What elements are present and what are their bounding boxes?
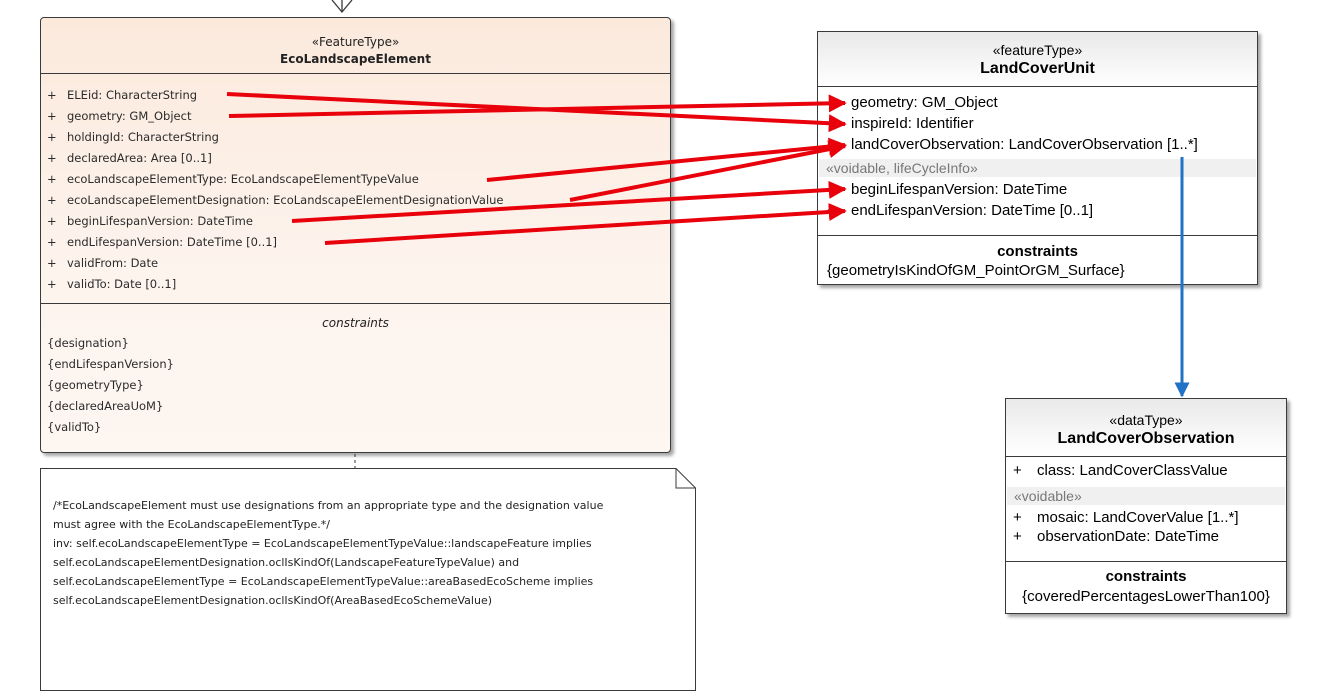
lcu-class-name: LandCoverUnit [980,60,1095,77]
generalization-arrowhead [331,0,353,14]
mapping-arrow-designation-observation [569,140,847,202]
lco-voidable-attribute[interactable]: +mosaic: LandCoverValue [1..*] [1013,509,1239,526]
lco-separator-1 [1006,456,1286,457]
lco-constraint[interactable]: {coveredPercentagesLowerThan100} [1022,588,1270,605]
lco-separator-2 [1006,561,1286,562]
eco-attribute[interactable]: +validTo: Date [0..1] [47,277,177,291]
eco-constraint[interactable]: {declaredAreaUoM} [47,399,164,413]
note-line: must agree with the EcoLandscapeElementT… [53,518,330,531]
eco-attribute[interactable]: +holdingId: CharacterString [47,130,219,144]
eco-constraint[interactable]: {validTo} [47,420,102,434]
eco-attribute[interactable]: +validFrom: Date [47,256,159,270]
eco-attribute[interactable]: +geometry: GM_Object [47,109,192,123]
eco-landscape-element-class[interactable]: «FeatureType» EcoLandscapeElement +ELEid… [40,17,671,453]
lco-class-name: LandCoverObservation [1057,430,1235,447]
lcu-stereotype: «featureType» [992,42,1083,58]
mapping-arrow-type-observation [486,137,847,182]
mapping-arrow-geometry [228,94,847,118]
eco-separator-1 [41,73,670,74]
eco-attribute[interactable]: +ecoLandscapeElementType: EcoLandscapeEl… [47,172,419,186]
land-cover-unit-class[interactable]: «featureType» LandCoverUnit +geometry: G… [817,31,1258,285]
eco-class-name: EcoLandscapeElement [280,52,431,66]
lcu-voidable-label: «voidable, lifeCycleInfo» [819,159,1256,177]
eco-stereotype: «FeatureType» [311,35,400,49]
lcu-constraints-title: constraints [997,243,1078,260]
mapping-arrow-begin-lifespan [291,180,847,223]
mapping-arrow-end-lifespan [324,203,847,245]
ocl-note[interactable]: /*EcoLandscapeElement must use designati… [40,468,696,691]
eco-constraint[interactable]: {geometryType} [47,378,144,392]
lco-attribute[interactable]: +class: LandCoverClassValue [1013,462,1228,479]
lcu-separator-2 [818,235,1257,236]
eco-attribute[interactable]: +endLifespanVersion: DateTime [0..1] [47,235,278,249]
lcu-separator-1 [818,86,1257,87]
note-shape [40,468,696,691]
eco-separator-2 [41,303,670,304]
lcu-constraint[interactable]: {geometryIsKindOfGM_PointOrGM_Surface} [827,262,1125,279]
note-line: self.ecoLandscapeElementDesignation.oclI… [53,594,493,607]
eco-attribute[interactable]: +ecoLandscapeElementDesignation: EcoLand… [47,193,504,207]
note-line: /*EcoLandscapeElement must use designati… [53,499,604,512]
note-line: inv: self.ecoLandscapeElementType = EcoL… [53,537,592,550]
lco-voidable-label: «voidable» [1007,487,1285,505]
lco-stereotype: «dataType» [1109,412,1183,428]
lco-constraints-title: constraints [1105,568,1187,585]
land-cover-observation-class[interactable]: «dataType» LandCoverObservation +class: … [1005,398,1287,614]
note-line: self.ecoLandscapeElementDesignation.oclI… [53,556,520,569]
eco-constraint[interactable]: {designation} [47,336,129,350]
eco-attribute[interactable]: +beginLifespanVersion: DateTime [47,214,253,228]
lco-voidable-attribute[interactable]: +observationDate: DateTime [1013,528,1220,545]
eco-attribute[interactable]: +ELEid: CharacterString [47,88,198,102]
note-line: self.ecoLandscapeElementType = EcoLandsc… [53,575,594,588]
eco-constraint[interactable]: {endLifespanVersion} [47,357,174,371]
eco-constraints-title: constraints [322,316,389,330]
note-text: /*EcoLandscapeElement must use designati… [53,496,603,610]
eco-attribute[interactable]: +declaredArea: Area [0..1] [47,151,212,165]
